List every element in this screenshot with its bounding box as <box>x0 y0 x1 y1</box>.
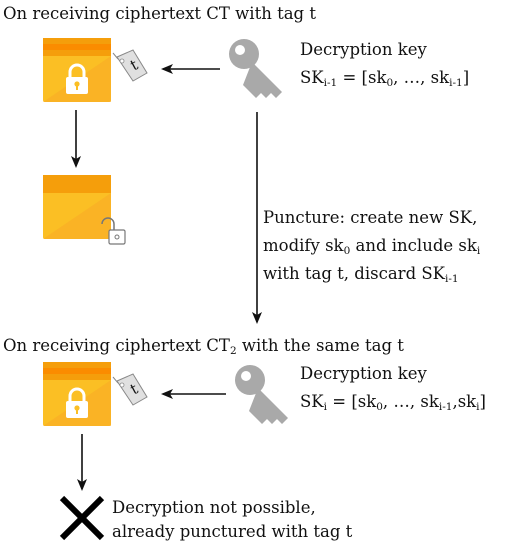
locked-box-icon-2 <box>43 362 111 426</box>
bottom-heading-a: On receiving ciphertext CT <box>3 336 230 355</box>
puncture-line-2-sub0: 0 <box>343 245 351 257</box>
key-formula-2-lhs-sub: i <box>323 401 327 413</box>
puncture-line-2-b: and include sk <box>350 236 477 255</box>
key-formula-2: SKi = [sk0, …, ski-1,ski] <box>300 392 486 412</box>
key-formula-2-comma: ,sk <box>452 392 477 411</box>
result-line-1: Decryption not possible, <box>112 498 316 518</box>
key-title: Decryption key <box>300 40 427 60</box>
cross-icon <box>59 495 105 541</box>
key-icon <box>229 39 282 98</box>
puncture-line-2-a: modify sk <box>263 236 344 255</box>
padlock-icon <box>66 63 88 94</box>
key-formula-2-sub-0: 0 <box>376 401 383 413</box>
key-formula-2-eq: = [sk <box>327 392 377 411</box>
key-formula: SKi-1 = [sk0, …, ski-1] <box>300 68 469 88</box>
puncture-line-3: with tag t, discard SKi-1 <box>263 264 459 284</box>
tag-icon-2 <box>112 373 148 406</box>
key-formula-2-end: ] <box>479 392 486 411</box>
key-formula-2-sub-2: i <box>476 401 480 413</box>
key-formula-eq: = [sk <box>337 68 387 87</box>
key-formula-mid: , …, sk <box>393 68 450 87</box>
key-formula-end: ] <box>462 68 470 87</box>
puncture-line-3-a: with tag t, discard SK <box>263 264 446 283</box>
puncture-line-2: modify sk0 and include ski <box>263 236 480 256</box>
puncture-line-2-subi: i <box>476 245 481 257</box>
bottom-heading-sub: 2 <box>229 345 237 357</box>
bottom-heading-b: with the same tag t <box>236 336 404 355</box>
key-icon-2 <box>235 365 288 424</box>
puncture-line-3-sub: i-1 <box>445 273 459 285</box>
locked-box-icon <box>43 38 111 102</box>
key-title-2-text: Decryption key <box>300 364 427 383</box>
top-heading-text: On receiving ciphertext CT with tag t <box>3 4 316 23</box>
tag-icon <box>112 49 148 82</box>
key-formula-2-lhs: SK <box>300 392 324 411</box>
result-line-2-text: already punctured with tag t <box>112 522 353 541</box>
key-formula-2-sub-1: i-1 <box>438 401 453 413</box>
key-formula-2-mid: , …, sk <box>382 392 439 411</box>
key-formula-sub-0: 0 <box>386 77 394 89</box>
key-title-text: Decryption key <box>300 40 427 59</box>
result-line-2: already punctured with tag t <box>112 522 352 542</box>
top-heading: On receiving ciphertext CT with tag t <box>3 4 316 24</box>
open-padlock-icon <box>101 217 126 245</box>
padlock-icon-2 <box>66 387 88 418</box>
puncture-line-1: Puncture: create new SK, <box>263 208 477 228</box>
result-line-1-text: Decryption not possible, <box>112 498 316 517</box>
puncture-line-1-text: Puncture: create new SK, <box>263 208 478 227</box>
bottom-heading: On receiving ciphertext CT2 with the sam… <box>3 336 404 356</box>
unlocked-box-icon <box>43 175 126 245</box>
key-formula-sub-1: i-1 <box>449 77 463 89</box>
key-formula-lhs: SK <box>300 68 324 87</box>
key-title-2: Decryption key <box>300 364 427 384</box>
key-formula-lhs-sub: i-1 <box>323 77 338 89</box>
